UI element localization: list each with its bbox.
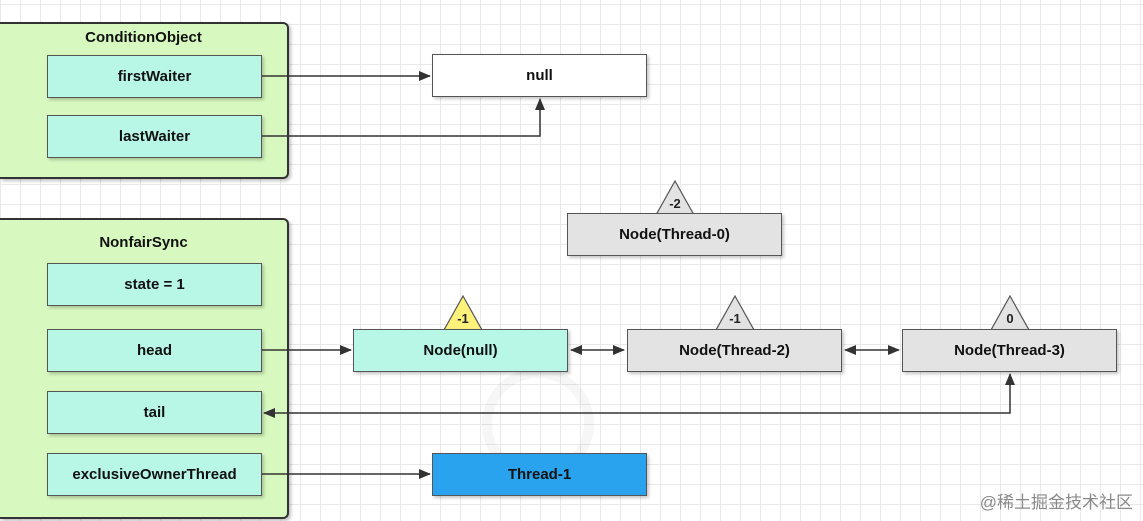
thread2-wait-status: -1: [729, 311, 741, 326]
node-null[interactable]: Node(null): [353, 329, 568, 372]
head-field[interactable]: head: [47, 329, 262, 372]
condition-object-title: ConditionObject: [85, 29, 202, 46]
node-thread2[interactable]: Node(Thread-2): [627, 329, 842, 372]
thread1-box[interactable]: Thread-1: [432, 453, 647, 496]
first-waiter-field[interactable]: firstWaiter: [47, 55, 262, 98]
null-box[interactable]: null: [432, 54, 647, 97]
thread2-status-triangle: -1: [715, 295, 755, 331]
tail-arrow: [263, 373, 1015, 418]
thread3-wait-status: 0: [1006, 311, 1014, 326]
last-waiter-arrow: [262, 98, 545, 137]
null-node-status-triangle: -1: [443, 295, 483, 331]
thread0-status-triangle: -2: [655, 180, 695, 216]
thread3-status-triangle: 0: [990, 295, 1030, 331]
node-thread0[interactable]: Node(Thread-0): [567, 213, 782, 256]
watermark-text: @稀土掘金技术社区: [979, 493, 1133, 512]
last-waiter-field[interactable]: lastWaiter: [47, 115, 262, 158]
tail-field[interactable]: tail: [47, 391, 262, 434]
thread0-wait-status: -2: [669, 196, 681, 211]
state-field[interactable]: state = 1: [47, 263, 262, 306]
node-thread3[interactable]: Node(Thread-3): [902, 329, 1117, 372]
exclusive-owner-thread-field[interactable]: exclusiveOwnerThread: [47, 453, 262, 496]
nonfair-sync-title: NonfairSync: [99, 234, 188, 251]
null-node-wait-status: -1: [457, 311, 469, 326]
